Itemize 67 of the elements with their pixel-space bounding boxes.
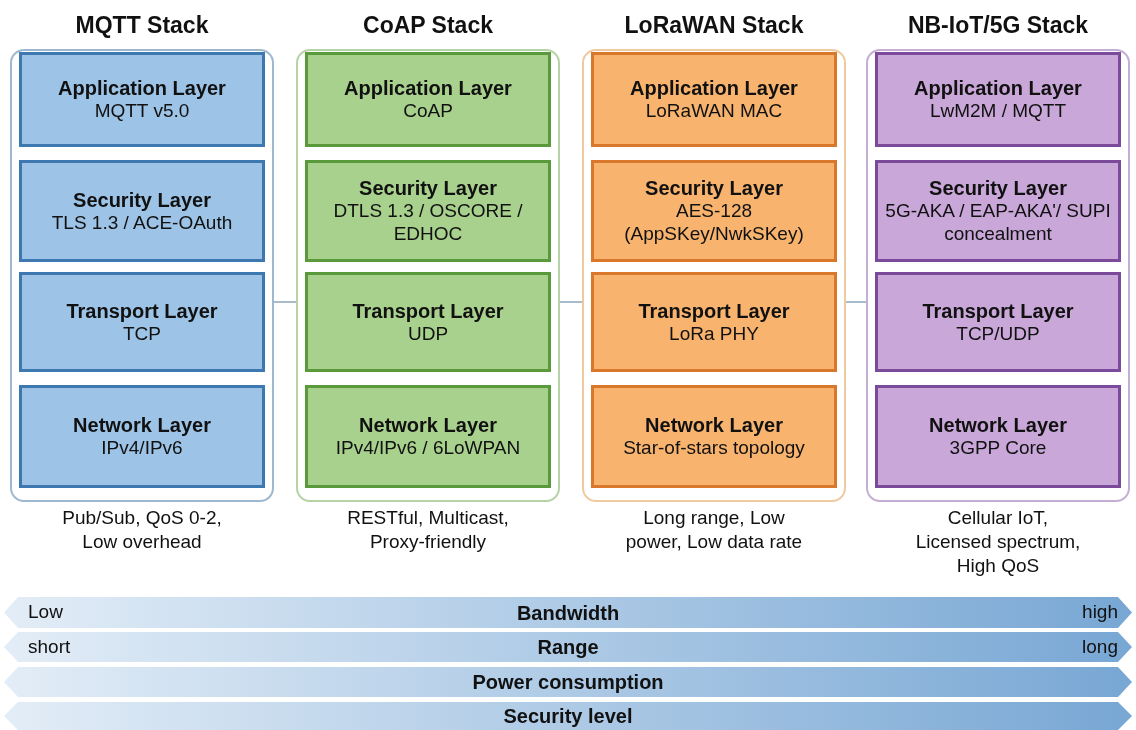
layer-title: Transport Layer — [922, 298, 1074, 323]
layer-box — [305, 52, 551, 147]
layer-title: Application Layer — [58, 76, 226, 101]
layer-box — [305, 160, 551, 262]
protocol-text: LwM2M / MQTT — [929, 100, 1067, 123]
layer-title: Transport Layer — [638, 298, 790, 323]
layer-box — [875, 385, 1121, 488]
stack-title: MQTT Stack — [75, 14, 209, 37]
stack-title: CoAP Stack — [363, 14, 493, 37]
protocol-text: Star-of-stars topology — [623, 437, 805, 460]
layer-title: Transport Layer — [352, 298, 504, 323]
protocol-text: LoRaWAN MAC — [645, 100, 783, 123]
scale-end-label: Low — [28, 600, 63, 625]
layer-title: Network Layer — [929, 413, 1067, 438]
protocol-text: TLS 1.3 / ACE-OAuth — [51, 211, 233, 235]
connector-line — [559, 301, 583, 303]
layer-title: Security Layer — [929, 176, 1067, 201]
layer-box — [19, 272, 265, 372]
layer-title: Network Layer — [645, 413, 783, 438]
protocol-text: AES-128 (AppSKey/NwkSKey) — [623, 200, 805, 246]
layer-title: Network Layer — [73, 413, 211, 438]
band-title: Bandwidth — [516, 600, 620, 626]
scale-end-label: high — [1082, 600, 1118, 625]
protocol-text: IPv4/IPv6 — [101, 437, 183, 460]
scale-end-label: short — [28, 634, 71, 659]
layer-title: Security Layer — [645, 176, 783, 201]
stack-caption: Long range, Low power, Low data rate — [624, 506, 804, 554]
protocol-text: LoRa PHY — [669, 322, 759, 346]
layer-title: Application Layer — [344, 76, 512, 101]
layer-title: Application Layer — [914, 76, 1082, 101]
layer-box — [591, 52, 837, 147]
protocol-text: DTLS 1.3 / OSCORE / EDHOC — [332, 200, 524, 246]
layer-box — [19, 52, 265, 147]
protocol-text: CoAP — [403, 100, 453, 123]
scale-end-label: long — [1082, 634, 1118, 659]
stack-caption: Pub/Sub, QoS 0-2, Low overhead — [61, 506, 223, 554]
layer-box — [305, 272, 551, 372]
layer-box — [591, 272, 837, 372]
stack-title: NB-IoT/5G Stack — [907, 14, 1089, 37]
protocol-text: 3GPP Core — [949, 437, 1047, 460]
protocol-text: MQTT v5.0 — [94, 100, 190, 123]
stack-caption: Cellular IoT, Licensed spectrum, High QoS — [914, 506, 1082, 578]
connector-line — [273, 301, 297, 303]
layer-title: Network Layer — [359, 413, 497, 438]
layer-box — [19, 160, 265, 262]
band-title: Range — [537, 635, 599, 660]
protocol-text: IPv4/IPv6 / 6LoWPAN — [335, 437, 521, 460]
layer-title: Application Layer — [630, 76, 798, 101]
layer-box — [591, 160, 837, 262]
protocol-text: TCP/UDP — [956, 322, 1040, 346]
layer-box — [875, 160, 1121, 262]
protocol-text: TCP — [123, 322, 161, 346]
layer-box — [875, 52, 1121, 147]
layer-box — [875, 272, 1121, 372]
layer-box — [591, 385, 837, 488]
layer-title: Security Layer — [359, 176, 497, 201]
stack-caption: RESTful, Multicast, Proxy-friendly — [346, 506, 510, 554]
layer-box — [19, 385, 265, 488]
protocol-text: UDP — [407, 322, 449, 346]
layer-box — [305, 385, 551, 488]
connector-line — [845, 301, 867, 303]
stack-title: LoRaWAN Stack — [624, 14, 804, 37]
band-title: Power consumption — [472, 670, 664, 695]
band-title: Security level — [503, 704, 633, 729]
protocol-text: 5G-AKA / EAP-AKA'/ SUPI concealment — [884, 200, 1112, 246]
layer-title: Transport Layer — [66, 298, 218, 323]
layer-title: Security Layer — [73, 187, 211, 212]
